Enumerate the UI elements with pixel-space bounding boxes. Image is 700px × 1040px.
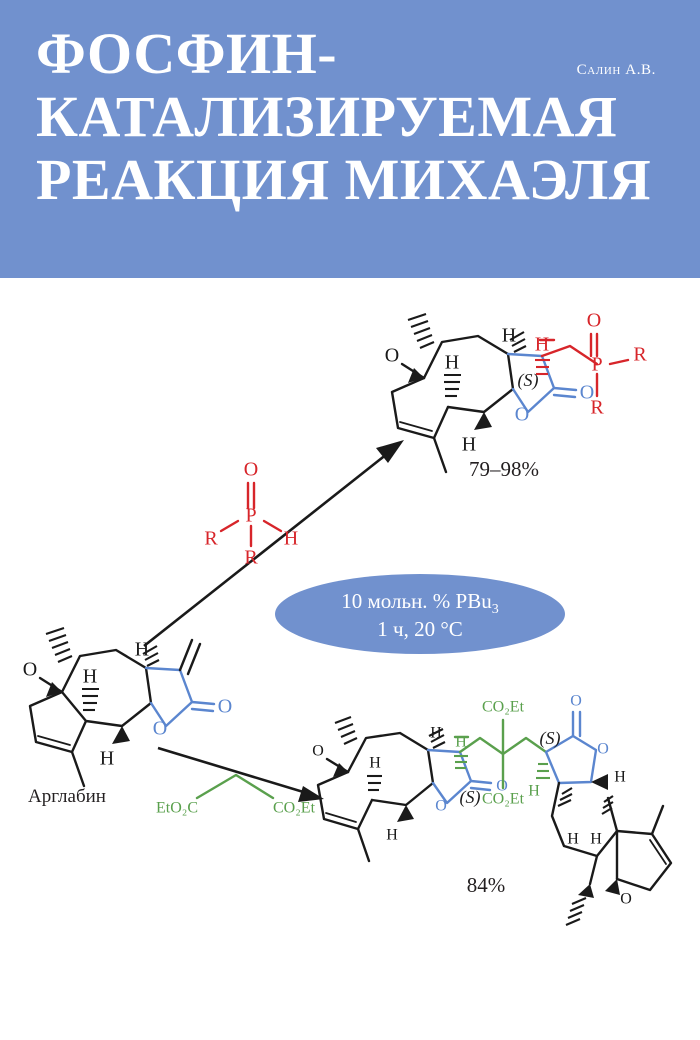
product-bottom-right-carbonyl-oxygen: O [570, 693, 582, 710]
product-bottom-right-h-b: H [590, 831, 602, 848]
product-bottom-right-h-a: H [567, 831, 579, 848]
product-bottom-right-h-hash-1 [557, 787, 573, 807]
conditions-line-1: 10 мольн. % PBu3 [341, 589, 499, 617]
conditions-line-2: 1 ч, 20 °C [377, 617, 462, 641]
product-bottom-left-lactone-oxygen: O [435, 798, 447, 815]
arrow-to-top-product [143, 440, 404, 648]
product-bottom-right-h-green-hash [536, 762, 550, 780]
product-top-r-right: R [633, 344, 647, 366]
product-top-h-red: H [535, 334, 549, 356]
title-line-1: ФОСФИН- [36, 21, 338, 86]
malonate-left-ester: EtO₂C [156, 800, 198, 817]
product-bottom-left-h-green-hash [454, 754, 468, 770]
product-top-h-hash-upper [509, 331, 527, 353]
reagent-h-label: H [284, 528, 298, 550]
product-top-stereo-label: (S) [518, 370, 539, 391]
product-top-epoxide-oxygen: O [385, 345, 399, 367]
page-title: ФОСФИН- КАТАЛИЗИРУЕМАЯ РЕАКЦИЯ МИХАЭЛЯ [36, 22, 676, 211]
product-bottom-right-lactone-oxygen: O [597, 741, 609, 758]
product-top-h-lower: H [462, 434, 476, 456]
title-line-2: КАТАЛИЗИРУЕМАЯ [36, 84, 618, 149]
arglabin-h-hash-center [82, 687, 99, 712]
product-top-lactone-oxygen: O [515, 404, 529, 426]
product-bottom-right-epoxide-oxygen: O [620, 891, 632, 908]
starting-material-label: Арглабин [28, 786, 106, 807]
reagent-phosphine-oxide: O P R H R [204, 459, 298, 569]
structure-arglabin: O H H [23, 627, 232, 807]
product-bottom-stereo-left: (S) [460, 787, 481, 808]
structure-product-top: O H H H [385, 310, 648, 481]
product-top-h-hash-center [444, 373, 461, 398]
arglabin-h-center: H [83, 666, 97, 688]
arglabin-carbonyl-oxygen: O [218, 696, 232, 718]
arglabin-epoxide-oxygen: O [23, 659, 37, 681]
arrow-to-bottom-product [157, 746, 324, 802]
arglabin-lactone-oxygen: O [153, 718, 167, 740]
arglabin-h-upper: H [135, 639, 149, 661]
header-band [0, 0, 700, 278]
product-bottom-left-methyl-hash [334, 716, 358, 745]
product-bottom-left-h-upper: H [430, 725, 442, 742]
product-bottom-left-h-hash-upper [428, 728, 446, 749]
product-bottom-left-epoxide-oxygen: O [312, 743, 324, 760]
product-bottom-right-h-hash-2 [601, 795, 614, 815]
product-top-h-upper: H [502, 325, 516, 347]
product-bottom-right-h-green: H [528, 783, 540, 800]
product-bottom-right-h-wedge: H [614, 769, 626, 786]
arglabin-h-hash-upper [142, 645, 160, 667]
product-top-methyl-hash [407, 313, 435, 349]
reagent-diethyl-malonate: EtO₂C CO₂Et [156, 773, 316, 817]
product-bottom-left-h-lower: H [386, 827, 398, 844]
author-name: Салин А.В. [576, 62, 656, 78]
structure-product-bottom: O H H H O [312, 693, 673, 926]
product-bottom-yield: 84% [467, 873, 506, 897]
product-bottom-left-h-center: H [369, 755, 381, 772]
reagent-r-label-left: R [204, 528, 218, 550]
product-top-yield: 79–98% [469, 457, 539, 481]
product-bottom-ester-top: CO₂Et [482, 699, 525, 716]
reagent-r-label-bottom: R [244, 547, 258, 569]
title-line-3: РЕАКЦИЯ МИХАЭЛЯ [36, 147, 652, 212]
malonate-right-ester: CO₂Et [273, 800, 316, 817]
product-bottom-left-h-hash [367, 774, 382, 792]
product-top-phosphorus: P [591, 354, 602, 376]
product-bottom-ester-bottom: CO₂Et [482, 791, 525, 808]
product-top-r-bottom: R [590, 397, 604, 419]
reagent-oxygen-label: O [244, 459, 258, 481]
product-top-phosphoryl-oxygen: O [587, 310, 601, 332]
product-bottom-stereo-right: (S) [540, 728, 561, 749]
reaction-scheme: 10 мольн. % PBu3 1 ч, 20 °C O P R H R Et… [0, 278, 700, 1040]
reagent-phosphorus-label: P [245, 505, 256, 527]
arglabin-h-lower: H [100, 748, 114, 770]
product-top-h-center: H [445, 352, 459, 374]
product-top-carbonyl-oxygen: O [580, 382, 594, 404]
conditions-ellipse: 10 мольн. % PBu3 1 ч, 20 °C [275, 574, 565, 654]
product-top-h-red-hash [535, 358, 550, 376]
product-bottom-right-methyl-hash [565, 897, 587, 926]
arglabin-methyl-hash [45, 627, 73, 663]
